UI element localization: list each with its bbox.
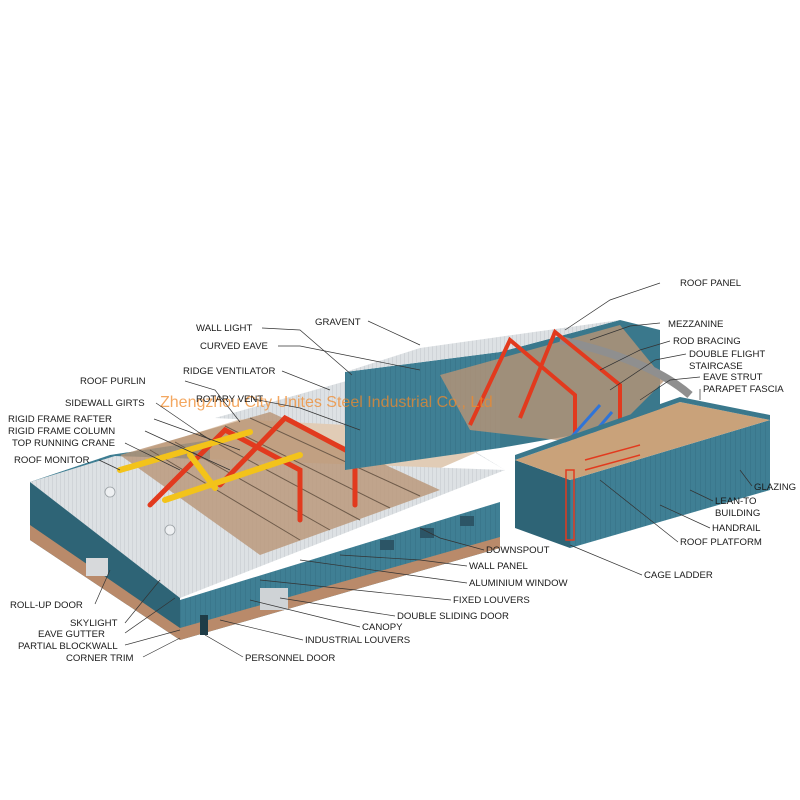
label-partial-blockwall: PARTIAL BLOCKWALL xyxy=(18,641,118,652)
label-roof-monitor: ROOF MONITOR xyxy=(14,455,90,466)
label-gravent: GRAVENT xyxy=(315,317,361,328)
label-downspout: DOWNSPOUT xyxy=(486,545,550,556)
label-roof-purlin: ROOF PURLIN xyxy=(80,376,146,387)
window-shape-1 xyxy=(380,540,394,550)
window-shape-3 xyxy=(460,516,474,526)
label-roof-platform: ROOF PLATFORM xyxy=(680,537,762,548)
label-parapet-fascia: PARAPET FASCIA xyxy=(703,384,784,395)
top-running-crane xyxy=(117,429,303,503)
label-roof-panel: ROOF PANEL xyxy=(680,278,742,289)
label-double-flight: DOUBLE FLIGHT xyxy=(689,349,765,360)
label-glazing: GLAZING xyxy=(754,482,796,493)
right-roof xyxy=(345,320,620,372)
label-industrial-louvers: INDUSTRIAL LOUVERS xyxy=(305,635,410,646)
label-wall-panel: WALL PANEL xyxy=(469,561,528,572)
lean-to-front-wall xyxy=(515,460,570,548)
label-fixed-louvers: FIXED LOUVERS xyxy=(453,595,530,606)
roof-platform-handrail xyxy=(584,444,641,471)
watermark-text: Zhengzhou City Unites Steel Industrial C… xyxy=(160,394,493,411)
label-eave-strut: EAVE STRUT xyxy=(703,372,763,383)
label-building: BUILDING xyxy=(715,508,760,519)
rigid-frames xyxy=(147,414,358,523)
lean-to-roof xyxy=(515,402,770,480)
label-top-running-crane: TOP RUNNING CRANE xyxy=(12,438,115,449)
lean-to-side-wall xyxy=(570,420,770,548)
leader-lines xyxy=(94,282,753,658)
label-mezzanine: MEZZANINE xyxy=(668,319,723,330)
personnel-door-shape xyxy=(200,615,208,635)
label-roll-up-door: ROLL-UP DOOR xyxy=(10,600,83,611)
label-staircase: STAIRCASE xyxy=(689,361,743,372)
label-personnel-door: PERSONNEL DOOR xyxy=(245,653,335,664)
label-canopy: CANOPY xyxy=(362,622,403,633)
right-rigid-frames xyxy=(468,328,622,440)
label-aluminium-window: ALUMINIUM WINDOW xyxy=(469,578,569,589)
label-rigid-frame-rafter: RIGID FRAME RAFTER xyxy=(8,414,112,425)
curved-roof-arch xyxy=(559,336,693,399)
label-handrail: HANDRAIL xyxy=(712,523,761,534)
label-corner-trim: CORNER TRIM xyxy=(66,653,134,664)
window-shape-2 xyxy=(420,528,434,538)
label-rotary-vent: ROTARY VENT xyxy=(196,394,263,405)
label-rod-bracing: ROD BRACING xyxy=(673,336,741,347)
callout-labels: ROOF PANEL GRAVENT MEZZANINE WALL LIGHT … xyxy=(8,278,796,664)
label-curved-eave: CURVED EAVE xyxy=(200,341,268,352)
roll-up-door-shape xyxy=(86,558,108,576)
label-sidewall-girts: SIDEWALL GIRTS xyxy=(65,398,145,409)
sliding-door-shape xyxy=(260,588,288,610)
partial-blockwall-band xyxy=(30,525,180,640)
label-cage-ladder: CAGE LADDER xyxy=(644,570,713,581)
right-building xyxy=(345,320,693,470)
label-double-sliding-door: DOUBLE SLIDING DOOR xyxy=(397,611,509,622)
label-lean-to: LEAN-TO xyxy=(715,496,756,507)
label-skylight: SKYLIGHT xyxy=(70,618,118,629)
label-ridge-ventilator: RIDGE VENTILATOR xyxy=(183,366,275,377)
cage-ladder-shape xyxy=(565,469,575,541)
lean-to-building xyxy=(515,397,770,548)
label-wall-light: WALL LIGHT xyxy=(196,323,252,334)
label-rigid-frame-column: RIGID FRAME COLUMN xyxy=(8,426,115,437)
label-eave-gutter: EAVE GUTTER xyxy=(38,629,105,640)
